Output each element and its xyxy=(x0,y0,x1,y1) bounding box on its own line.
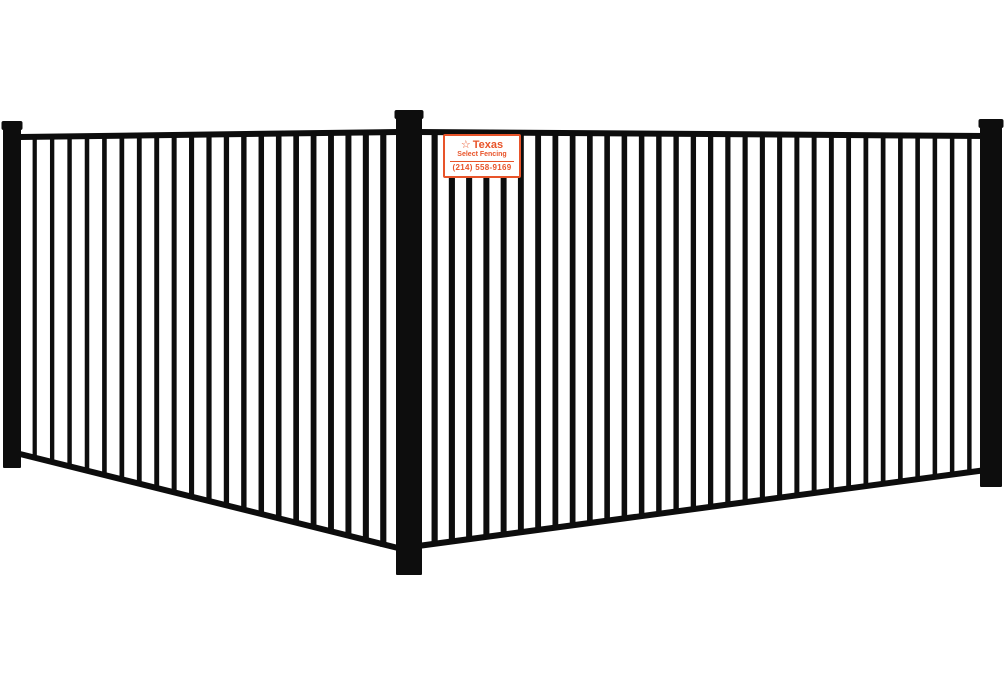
right-picket xyxy=(863,134,869,487)
sign-subtitle: Select Fencing xyxy=(457,151,507,159)
corner-post-cap xyxy=(394,110,424,119)
right-picket xyxy=(759,133,765,501)
fence-sign: ☆ Texas Select Fencing (214) 558-9169 xyxy=(443,134,521,178)
star-icon: ☆ xyxy=(460,139,471,152)
fence-posts xyxy=(1,110,1004,575)
right-picket xyxy=(466,131,473,542)
left-end-post-cap xyxy=(1,121,23,130)
right-picket xyxy=(898,134,903,482)
right-picket xyxy=(517,131,524,534)
right-picket xyxy=(967,134,972,473)
left-picket xyxy=(189,133,195,498)
right-picket xyxy=(638,132,645,518)
left-picket xyxy=(258,132,265,516)
right-picket xyxy=(828,133,834,492)
right-picket xyxy=(932,134,938,477)
left-picket xyxy=(362,131,369,543)
left-picket xyxy=(328,131,334,534)
right-picket xyxy=(915,134,920,480)
right-end-post-cap xyxy=(978,119,1004,128)
left-picket xyxy=(84,135,90,471)
right-picket xyxy=(569,132,576,527)
right-picket xyxy=(604,132,610,523)
sign-phone: (214) 558-9169 xyxy=(452,162,512,172)
right-picket xyxy=(587,132,593,525)
left-picket xyxy=(293,132,299,525)
left-picket xyxy=(223,133,230,507)
left-picket xyxy=(67,135,72,467)
corner-post xyxy=(396,116,422,575)
sign-brand: Texas xyxy=(472,139,504,152)
left-picket xyxy=(171,133,177,494)
right-picket xyxy=(535,131,542,532)
left-picket xyxy=(241,133,247,511)
sign-divider xyxy=(450,160,514,162)
left-picket xyxy=(206,133,212,502)
left-picket xyxy=(275,132,282,520)
left-picket xyxy=(345,131,352,538)
right-picket xyxy=(725,133,731,506)
right-bottom-rail xyxy=(415,467,989,549)
left-picket xyxy=(136,134,142,485)
right-picket xyxy=(483,131,490,539)
left-picket xyxy=(154,134,160,489)
left-picket xyxy=(102,134,107,476)
left-picket xyxy=(49,135,55,462)
right-picket xyxy=(777,133,783,499)
left-picket xyxy=(310,132,317,529)
right-picket xyxy=(431,131,438,546)
right-picket xyxy=(621,132,628,520)
right-end-post xyxy=(980,125,1002,487)
right-picket xyxy=(794,133,800,496)
left-fence-panel xyxy=(17,129,401,551)
right-picket xyxy=(949,134,955,475)
right-picket xyxy=(811,133,817,494)
right-picket xyxy=(500,131,507,537)
left-picket xyxy=(119,134,125,480)
right-picket xyxy=(552,131,559,530)
right-top-rail xyxy=(415,129,989,139)
right-picket xyxy=(707,133,714,508)
right-picket xyxy=(690,132,697,511)
right-picket xyxy=(656,132,662,515)
right-fence-panel xyxy=(415,129,989,549)
left-picket xyxy=(32,135,37,458)
right-picket xyxy=(673,132,679,513)
left-picket xyxy=(380,131,387,547)
right-picket xyxy=(846,134,852,489)
left-end-post xyxy=(3,127,21,468)
right-picket xyxy=(448,131,455,544)
right-picket xyxy=(880,134,886,485)
right-picket xyxy=(742,133,748,504)
